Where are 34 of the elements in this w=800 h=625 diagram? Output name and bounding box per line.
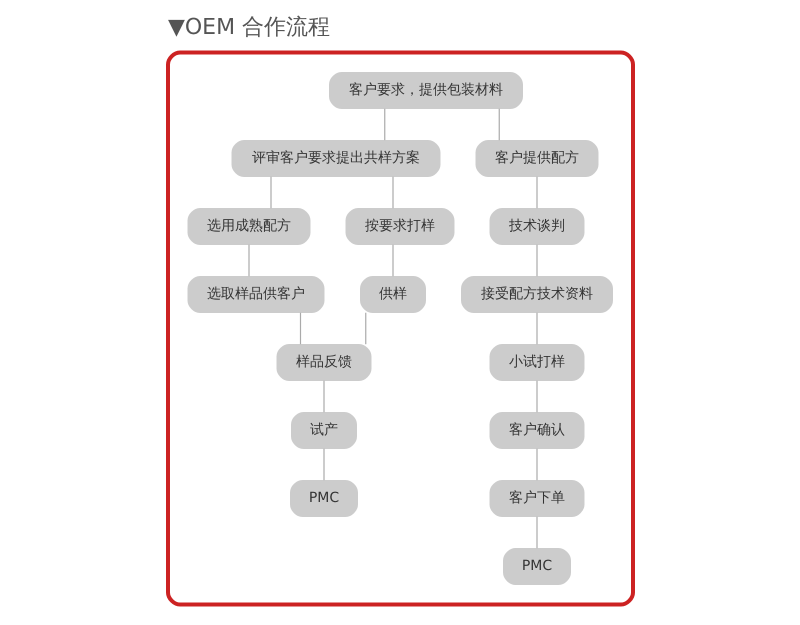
node-box: 小试打样 [489,344,584,381]
connector [498,108,500,140]
connector [536,176,538,208]
connector [299,312,301,344]
node-box: 客户要求，提供包装材料 [328,72,522,109]
connector [536,448,538,480]
node-box: PMC [502,548,570,585]
node-box: 技术谈判 [489,208,584,245]
node-box: 选取样品供客户 [187,276,324,313]
connector [384,108,385,140]
connector [536,380,538,412]
node-box: 试产 [290,412,356,449]
node-box: 样品反馈 [276,344,371,381]
node-box: 供样 [360,276,426,313]
node-box: PMC [290,480,358,517]
connector [392,244,394,276]
connector [364,312,366,344]
diagram-title: ▼OEM 合作流程 [167,15,330,40]
node-box: 接受配方技术资料 [460,276,612,313]
connector [536,312,538,344]
connector [536,516,538,548]
node-box: 客户提供配方 [475,140,598,177]
node-box: 客户确认 [489,412,584,449]
node-box: 按要求打样 [345,208,454,245]
connector [248,244,250,276]
node-box: 选用成熟配方 [187,208,310,245]
connector [392,176,394,208]
node-box: 评审客户要求提出共样方案 [231,140,440,177]
connector [322,380,324,412]
connector [322,448,324,480]
cluster [166,50,634,606]
node-box: 客户下单 [489,480,584,517]
connector [270,176,272,208]
connector [536,244,538,276]
